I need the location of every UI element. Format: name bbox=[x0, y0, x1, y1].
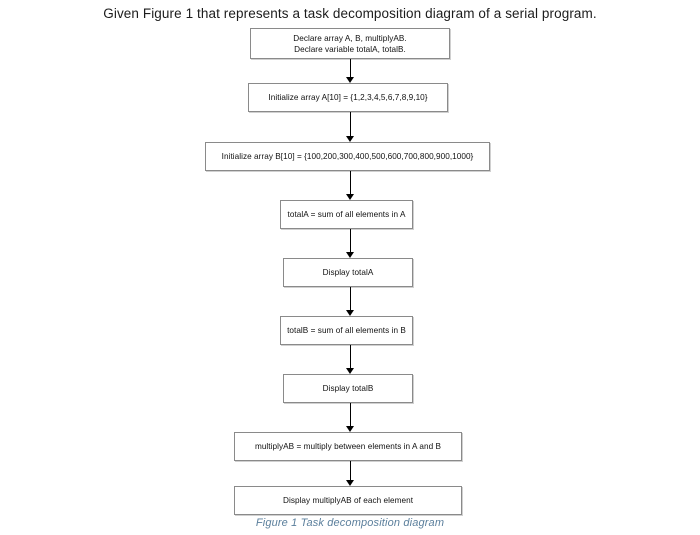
arrow-head bbox=[345, 368, 354, 374]
arrow-head bbox=[345, 136, 354, 142]
flow-node-display-mult: Display multiplyAB of each element bbox=[234, 486, 462, 515]
flow-arrow-multiply-to-display-mult bbox=[345, 461, 355, 486]
flow-arrow-total-b-to-display-b bbox=[345, 345, 355, 374]
flow-node-declare: Declare array A, B, multiplyAB. Declare … bbox=[250, 28, 450, 59]
arrow-head bbox=[345, 480, 354, 486]
flow-arrow-total-a-to-display-a bbox=[345, 229, 355, 258]
flow-node-multiply-label: multiplyAB = multiply between elements i… bbox=[254, 442, 442, 451]
arrow-shaft bbox=[349, 59, 351, 77]
flow-node-display-mult-label: Display multiplyAB of each element bbox=[282, 496, 414, 505]
flow-node-display-a: Display totalA bbox=[283, 258, 413, 287]
arrow-shaft bbox=[349, 287, 351, 310]
arrow-head bbox=[345, 252, 354, 258]
flow-arrow-declare-to-init-a bbox=[345, 59, 355, 83]
flow-node-init-b-label: Initialize array B[10] = {100,200,300,40… bbox=[221, 152, 474, 161]
flow-arrow-init-b-to-total-a bbox=[345, 171, 355, 200]
flow-node-total-a: totalA = sum of all elements in A bbox=[280, 200, 413, 229]
arrow-shaft bbox=[349, 403, 351, 426]
flow-node-init-a-label: Initialize array A[10] = {1,2,3,4,5,6,7,… bbox=[268, 93, 428, 102]
intro-paragraph: Given Figure 1 that represents a task de… bbox=[103, 6, 597, 21]
flow-arrow-display-b-to-multiply bbox=[345, 403, 355, 432]
flow-node-init-b: Initialize array B[10] = {100,200,300,40… bbox=[205, 142, 490, 171]
arrow-shaft bbox=[349, 229, 351, 252]
flow-node-multiply: multiplyAB = multiply between elements i… bbox=[234, 432, 462, 461]
flow-node-total-b-label: totalB = sum of all elements in B bbox=[287, 326, 406, 335]
arrow-shaft bbox=[349, 461, 351, 480]
arrow-head bbox=[345, 310, 354, 316]
arrow-shaft bbox=[349, 345, 351, 368]
flow-node-init-a: Initialize array A[10] = {1,2,3,4,5,6,7,… bbox=[248, 83, 448, 112]
flow-arrow-init-a-to-init-b bbox=[345, 112, 355, 142]
flow-node-declare-label: Declare array A, B, multiplyAB. Declare … bbox=[293, 33, 407, 54]
flow-arrow-display-a-to-total-b bbox=[345, 287, 355, 316]
flow-node-display-b-label: Display totalB bbox=[322, 384, 374, 393]
flow-node-display-b: Display totalB bbox=[283, 374, 413, 403]
flow-node-display-a-label: Display totalA bbox=[322, 268, 374, 277]
arrow-head bbox=[345, 77, 354, 83]
arrow-head bbox=[345, 194, 354, 200]
figure-caption: Figure 1 Task decomposition diagram bbox=[255, 517, 445, 529]
arrow-shaft bbox=[349, 171, 351, 194]
flow-node-total-a-label: totalA = sum of all elements in A bbox=[287, 210, 406, 219]
arrow-shaft bbox=[349, 112, 351, 136]
flow-node-total-b: totalB = sum of all elements in B bbox=[280, 316, 413, 345]
arrow-head bbox=[345, 426, 354, 432]
